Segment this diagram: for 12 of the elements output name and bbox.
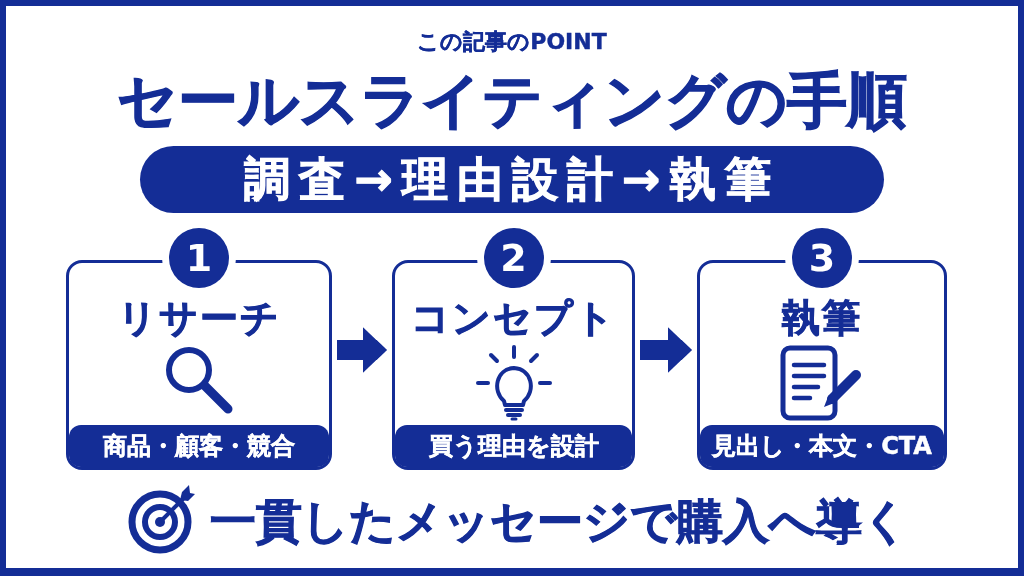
step-caption-band: 買う理由を設計 xyxy=(395,425,632,467)
arrow xyxy=(640,327,692,373)
takeaway-text: 一貫したメッセージで購入へ導く xyxy=(210,493,909,550)
section-label: この記事のPOINT xyxy=(416,28,608,56)
arrow xyxy=(337,327,387,373)
process-banner: 調査→理由設計→執筆 xyxy=(140,146,884,213)
step-caption-band: 商品・顧客・競合 xyxy=(69,425,329,467)
step-title: 執筆 xyxy=(781,295,863,341)
step-title: コンセプト xyxy=(410,295,617,341)
step-title: リサーチ xyxy=(116,295,282,341)
title: セールスライティングの手順 xyxy=(116,64,908,137)
step-caption-band: 見出し・本文・CTA xyxy=(700,425,944,467)
